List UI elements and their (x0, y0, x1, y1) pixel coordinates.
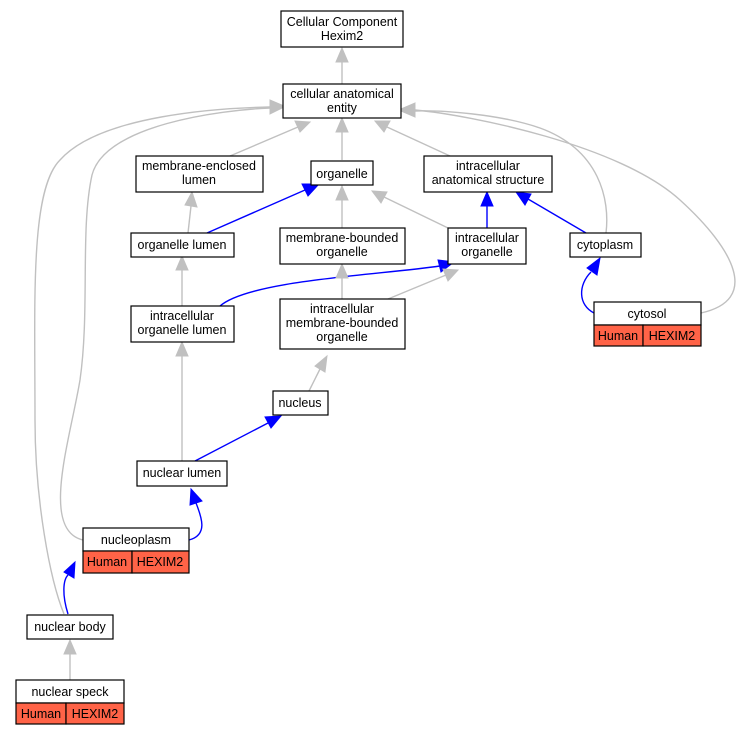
edge-mbo-to-organelle (335, 184, 349, 228)
node-cellular-anatomical-entity[interactable]: cellular anatomical entity (282, 83, 402, 119)
node-intracellular-anatomical-structure[interactable]: intracellular anatomical structure (423, 155, 553, 193)
node-label-line1: nuclear lumen (143, 466, 222, 480)
edge-imbo-to-io (387, 268, 460, 300)
node-cytosol[interactable]: cytosol Human HEXIM2 (593, 301, 702, 347)
node-nuclear-speck[interactable]: nuclear speck Human HEXIM2 (15, 679, 125, 725)
edge-nl-to-iol (175, 340, 189, 461)
edge-layer (33, 46, 736, 680)
node-nucleoplasm[interactable]: nucleoplasm Human HEXIM2 (82, 527, 190, 574)
species-label: Human (21, 707, 61, 721)
edge-imbo-to-mbo (335, 262, 349, 299)
edge-ns-to-nb (63, 638, 77, 680)
node-organelle-lumen[interactable]: organelle lumen (130, 232, 235, 258)
gene-label: HEXIM2 (649, 329, 696, 343)
edge-cae-to-root (335, 46, 349, 84)
node-nuclear-lumen[interactable]: nuclear lumen (136, 460, 228, 487)
node-label-line1: nucleoplasm (101, 533, 171, 547)
gene-tag (131, 550, 190, 574)
node-label-line1: organelle lumen (138, 238, 227, 252)
gene-label: HEXIM2 (137, 555, 184, 569)
node-label-line1: nucleus (278, 396, 321, 410)
node-label-line1: intracellular (455, 231, 519, 245)
node-cellular-component-hexim2[interactable]: Cellular Component Hexim2 (280, 10, 404, 48)
node-label-line1: nuclear body (34, 620, 106, 634)
node-label-line1: cytosol (628, 307, 667, 321)
node-label-line2: Hexim2 (321, 29, 363, 43)
node-membrane-enclosed-lumen[interactable]: membrane-enclosed lumen (135, 155, 264, 193)
node-label-line1: cytoplasm (577, 238, 633, 252)
node-label-line2: anatomical structure (432, 173, 545, 187)
node-label-line1: membrane-bounded (286, 231, 399, 245)
edge-cytosol-to-cyto (580, 256, 601, 314)
edge-cyto-to-ias (514, 191, 587, 234)
species-label: Human (87, 555, 127, 569)
node-label-line2: organelle lumen (138, 323, 227, 337)
node-label-line2: membrane-bounded (286, 316, 399, 330)
node-intracellular-organelle[interactable]: intracellular organelle (447, 227, 527, 265)
node-layer: Cellular Component Hexim2 cellular anato… (15, 10, 702, 725)
edge-ol-to-mel (184, 190, 198, 234)
edge-io-to-ias (480, 190, 494, 228)
gene-label: HEXIM2 (72, 707, 119, 721)
node-label-line1: intracellular (150, 309, 214, 323)
node-nucleus[interactable]: nucleus (272, 390, 329, 416)
edge-organelle-to-cae (335, 116, 349, 160)
edge-nucleus-to-imbo (308, 354, 328, 392)
node-label-line1: Cellular Component (287, 15, 398, 29)
gene-tag (65, 702, 125, 725)
edge-nb-to-cae (33, 99, 286, 615)
edge-io-to-organelle (370, 190, 449, 229)
node-label-line1: intracellular (310, 302, 374, 316)
node-nuclear-body[interactable]: nuclear body (26, 614, 114, 640)
node-cytoplasm[interactable]: cytoplasm (569, 232, 642, 258)
node-label-line2: organelle (316, 245, 367, 259)
node-label-line1: intracellular (456, 159, 520, 173)
edge-np-to-nl (188, 487, 203, 541)
node-label-line1: organelle (316, 167, 367, 181)
node-label-line3: organelle (316, 330, 367, 344)
node-label-line1: cellular anatomical (290, 87, 394, 101)
node-label-line2: organelle (461, 245, 512, 259)
node-intracellular-organelle-lumen[interactable]: intracellular organelle lumen (130, 305, 235, 343)
species-label: Human (598, 329, 638, 343)
node-intracellular-membrane-bounded-organelle[interactable]: intracellular membrane-bounded organelle (279, 298, 406, 350)
gene-tag (642, 324, 702, 347)
node-membrane-bounded-organelle[interactable]: membrane-bounded organelle (279, 227, 406, 265)
edge-nl-to-nucleus (194, 415, 283, 462)
edge-mel-to-cae (229, 120, 312, 157)
node-label-line1: membrane-enclosed (142, 159, 256, 173)
edge-cytosol-to-cae (399, 102, 736, 314)
edge-ias-to-cae (373, 120, 451, 157)
node-organelle[interactable]: organelle (310, 160, 374, 186)
node-label-line2: lumen (182, 173, 216, 187)
node-label-line2: entity (327, 101, 358, 115)
node-label-line1: nuclear speck (31, 685, 109, 699)
edge-iol-to-ol (175, 254, 189, 306)
edge-nb-to-np (63, 560, 76, 615)
